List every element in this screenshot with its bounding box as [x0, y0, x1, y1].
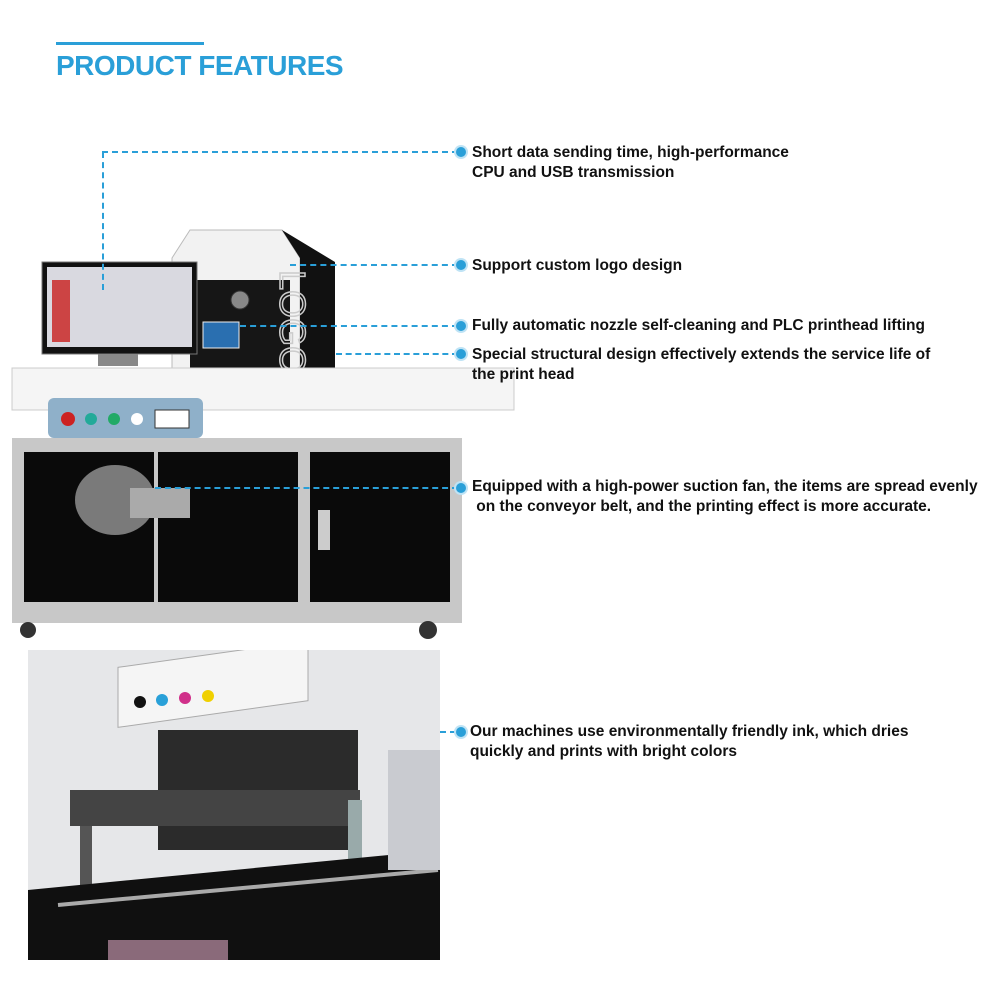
feature-line: Fully automatic nozzle self-cleaning and… [472, 317, 925, 334]
callout-6-dot [456, 727, 466, 737]
callout-5-line [155, 487, 458, 489]
feature-line: Short data sending time, high-performanc… [472, 144, 789, 161]
callout-4-dot [456, 349, 466, 359]
feature-structural-design: Special structural design effectively ex… [472, 345, 992, 385]
feature-eco-ink: Our machines use environmentally friendl… [470, 722, 990, 762]
feature-line: Support custom logo design [472, 257, 683, 274]
feature-line: CPU and USB transmission [472, 164, 675, 181]
callout-1-line [102, 151, 458, 153]
callout-4-line [336, 353, 458, 355]
printer-machine-image: LOGO [11, 229, 515, 639]
feature-line: Our machines use environmentally friendl… [470, 723, 909, 740]
callout-2-dot [456, 260, 466, 270]
logo-text: LOGO [272, 270, 313, 374]
callout-5-dot [456, 483, 466, 493]
page-title: PRODUCT FEATURES [56, 50, 344, 81]
feature-data-transmission: Short data sending time, high-performanc… [472, 143, 992, 183]
feature-line: Special structural design effectively ex… [472, 346, 931, 363]
feature-line: Equipped with a high-power suction fan, … [472, 478, 978, 495]
callout-1-dot [456, 147, 466, 157]
feature-nozzle-cleaning: Fully automatic nozzle self-cleaning and… [472, 316, 992, 336]
feature-line: on the conveyor belt, and the printing e… [472, 498, 932, 515]
ink-printer-image [28, 650, 440, 960]
callout-1-vertical [102, 152, 104, 290]
callout-3-dot [456, 321, 466, 331]
feature-custom-logo: Support custom logo design [472, 256, 992, 276]
feature-suction-fan: Equipped with a high-power suction fan, … [472, 477, 997, 517]
callout-6-line [440, 731, 456, 733]
callout-2-line [290, 264, 458, 266]
feature-line: the print head [472, 366, 575, 383]
title-accent-bar [56, 42, 204, 45]
feature-line: quickly and prints with bright colors [470, 743, 737, 760]
callout-3-line [240, 325, 458, 327]
